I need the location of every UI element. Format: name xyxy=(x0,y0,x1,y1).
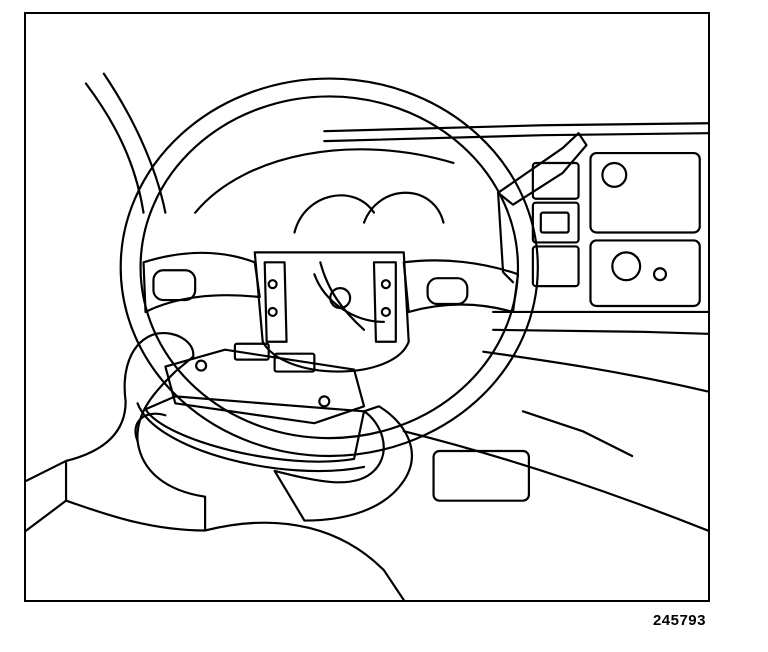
hub-wiring-2 xyxy=(319,261,366,331)
airbag-module-face xyxy=(144,395,366,463)
spoke-left-slot xyxy=(152,269,197,302)
right-hand xyxy=(273,405,413,522)
instrument-gauge-left xyxy=(293,194,376,234)
dash-panel-right xyxy=(589,151,701,234)
hub-wiring xyxy=(313,273,385,323)
left-thumb xyxy=(134,412,167,443)
shift-lever xyxy=(497,132,588,206)
hub-bolt-4 xyxy=(380,306,391,318)
dash-switch-mid xyxy=(531,201,580,244)
dash-knob-top xyxy=(601,161,628,188)
dash-switch-bottom xyxy=(531,245,580,288)
dash-panel-lower-right xyxy=(589,239,701,308)
airbag-connector-1 xyxy=(233,342,270,361)
dash-knob-small xyxy=(652,267,668,282)
dash-switch-top xyxy=(531,161,580,200)
left-arm xyxy=(26,459,68,482)
shift-lever-stalk xyxy=(497,191,515,284)
airbag-bolt-2 xyxy=(318,395,331,408)
floor-line-2 xyxy=(521,410,634,458)
dashboard-bottom-curve xyxy=(482,350,708,393)
figure-number: 245793 xyxy=(652,612,706,629)
dash-knob-lower xyxy=(611,251,642,282)
spoke-left xyxy=(142,251,261,314)
steering-wheel-rim-outer xyxy=(119,77,539,458)
dashboard-top-edge xyxy=(323,122,708,133)
left-hand xyxy=(64,331,207,532)
airbag-bolt-1 xyxy=(195,359,208,372)
dashboard-lower-edge-2 xyxy=(492,328,708,335)
hub-bolt-1 xyxy=(267,279,278,290)
airbag-module-top xyxy=(164,348,366,425)
dashboard-top-edge-2 xyxy=(323,132,708,143)
hub-bracket-right xyxy=(372,261,397,343)
a-pillar-line xyxy=(84,82,145,214)
dash-switch-mid-inner xyxy=(539,211,570,234)
illustration-frame xyxy=(24,12,710,602)
wheel-hub xyxy=(253,251,410,373)
hub-bolt-3 xyxy=(380,279,391,290)
spoke-right xyxy=(402,259,520,314)
instrument-cluster-hood xyxy=(194,148,455,214)
a-pillar-line-2 xyxy=(102,72,167,214)
right-arm xyxy=(204,521,405,600)
steering-wheel-airbag-illustration xyxy=(26,72,708,600)
instrument-gauge-right xyxy=(362,191,445,224)
airbag-module-rim xyxy=(136,402,366,473)
steering-wheel-rim-inner xyxy=(139,95,520,440)
left-arm-lower xyxy=(26,499,68,532)
hub-bolt-2 xyxy=(267,306,278,318)
spoke-right-slot xyxy=(426,277,469,306)
hub-bracket-left xyxy=(263,261,288,343)
airbag-connector-2 xyxy=(273,352,316,373)
pedal xyxy=(432,449,530,502)
floor-line xyxy=(402,430,708,532)
